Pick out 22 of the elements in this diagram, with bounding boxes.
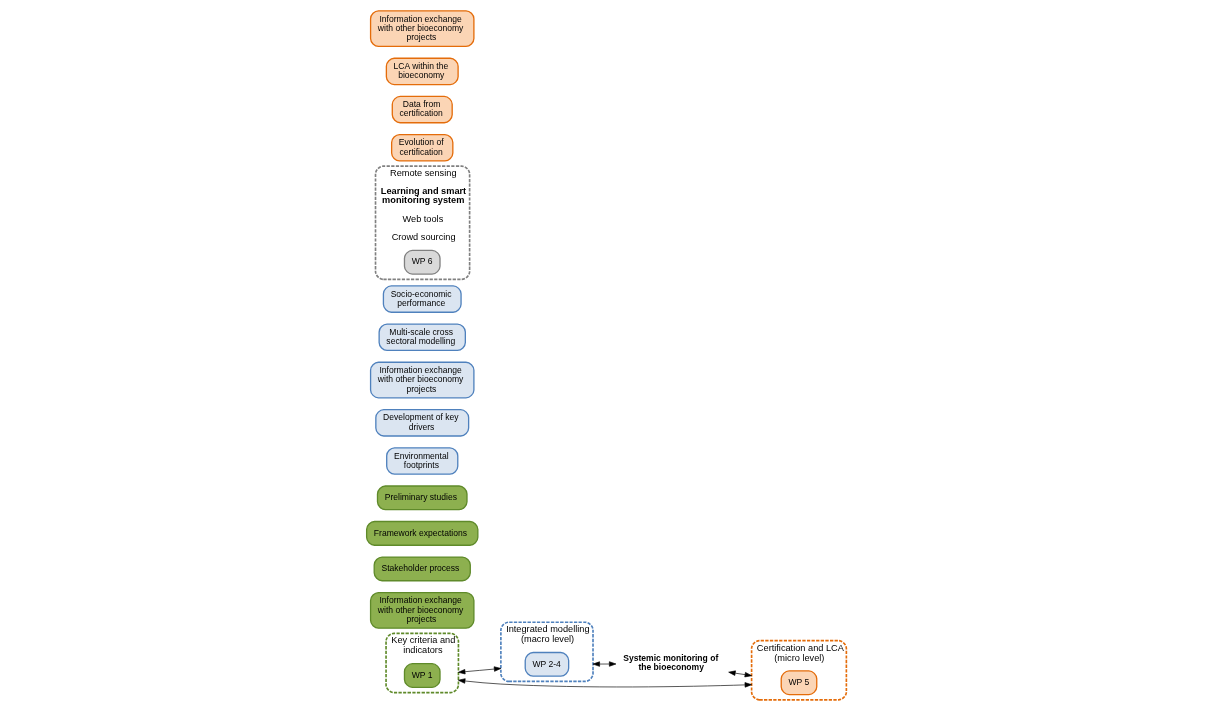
- node-box: WP 1: [403, 663, 441, 689]
- node-box: Information exchange with other bioeconomy projects: [369, 361, 475, 399]
- node-box: Framework expectations: [365, 520, 478, 546]
- node-box: Development of key drivers: [374, 409, 469, 437]
- node-box: LCA within the bioeconomy: [385, 57, 459, 86]
- node-box: Information exchange with other bioeconomy projects: [369, 10, 475, 48]
- node-box: Multi-scale cross sectoral modelling: [377, 323, 466, 352]
- node-box: WP 5: [780, 670, 817, 696]
- node-box: Preliminary studies: [376, 485, 468, 511]
- node-box: Data from certification: [391, 95, 453, 124]
- node-box: WP 6: [403, 249, 441, 275]
- node-box: Information exchange with other bioeconomy projects: [369, 591, 475, 629]
- node-box: Stakeholder process: [373, 556, 471, 582]
- node-box: Environmental footprints: [385, 447, 458, 475]
- node-text: Systemic monitoring of the bioeconomy: [622, 653, 718, 672]
- node-box: WP 2-4: [524, 651, 569, 677]
- arrow: [727, 670, 752, 678]
- arrow: [457, 666, 501, 675]
- node-box: Evolution of certification: [390, 133, 453, 162]
- arrow: [457, 678, 752, 688]
- node-box: Socio-economic performance: [382, 285, 462, 313]
- arrow: [592, 661, 616, 667]
